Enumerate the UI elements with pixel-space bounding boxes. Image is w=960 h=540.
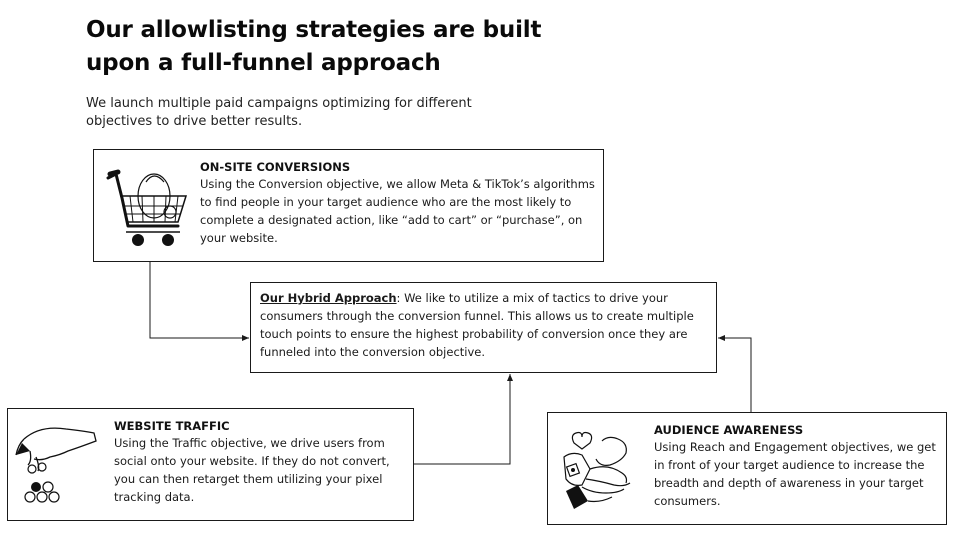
arrow-awareness-to-hybrid (718, 335, 752, 412)
website-traffic-card: WEBSITE TRAFFIC Using the Traffic object… (7, 408, 414, 521)
onsite-body: Using the Conversion objective, we allow… (200, 177, 595, 245)
page-title: Our allowlisting strategies are built up… (86, 17, 542, 76)
shopping-cart-icon (106, 169, 188, 246)
hybrid-approach-card: Our Hybrid Approach: We like to utilize … (250, 282, 717, 373)
onsite-conversions-card: ON-SITE CONVERSIONS Using the Conversion… (93, 149, 604, 262)
traffic-body: Using the Traffic objective, we drive us… (114, 436, 390, 504)
arrow-traffic-to-hybrid (414, 374, 513, 465)
hand-with-hearts-icon (563, 431, 631, 509)
arrow-onsite-to-hybrid (149, 262, 249, 341)
traffic-title: WEBSITE TRAFFIC (114, 419, 230, 433)
onsite-title: ON-SITE CONVERSIONS (200, 160, 351, 174)
page-subtitle: We launch multiple paid campaigns optimi… (86, 96, 472, 129)
hybrid-approach-label: Our Hybrid Approach (260, 291, 397, 305)
audience-awareness-card: AUDIENCE AWARENESS Using Reach and Engag… (547, 412, 947, 525)
awareness-title: AUDIENCE AWARENESS (654, 423, 804, 437)
awareness-body: Using Reach and Engagement objectives, w… (654, 440, 936, 508)
hand-picking-coins-icon (15, 427, 97, 503)
hybrid-approach-body: : We like to utilize a mix of tactics to… (260, 291, 694, 359)
